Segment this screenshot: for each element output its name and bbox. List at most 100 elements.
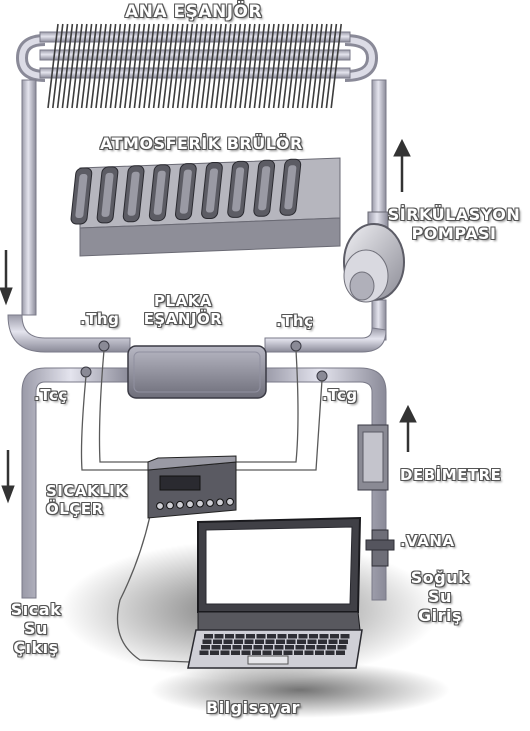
- keyboard-key: [265, 639, 275, 644]
- exchanger-fin: [176, 23, 189, 109]
- meter-terminal: [206, 499, 214, 507]
- keyboard-key: [252, 650, 261, 655]
- exchanger-fin: [95, 23, 107, 109]
- keyboard-key: [253, 645, 263, 650]
- keyboard-key: [273, 650, 282, 655]
- keyboard-key: [304, 650, 314, 655]
- keyboard-key: [286, 639, 296, 644]
- keyboard-key: [244, 639, 254, 644]
- valve-label: .VANA: [400, 532, 455, 550]
- hot-water-outlet-label: Sıcak Su Çıkış: [0, 600, 72, 657]
- keyboard-key: [316, 645, 326, 650]
- keyboard-key: [255, 639, 264, 644]
- flowmeter: [357, 424, 389, 491]
- keyboard-key: [225, 634, 234, 639]
- secondary-loop-pipes: [21, 367, 387, 601]
- exchanger-fin: [272, 23, 285, 109]
- pump-label-line2: POMPASI: [411, 224, 497, 243]
- laptop: [187, 516, 363, 669]
- keyboard-key: [214, 634, 224, 639]
- pump-label-line1: SİRKÜLASYON: [387, 205, 521, 224]
- keyboard-key: [276, 639, 285, 644]
- burner-tube-slot: [153, 170, 166, 215]
- burner-tube-slot: [205, 168, 218, 213]
- arrow-down-icon: [1, 450, 15, 504]
- exchanger-fin: [292, 23, 304, 109]
- plate-exchanger-label: PLAKA EŞANJÖR: [128, 292, 238, 328]
- keyboard-key: [294, 650, 303, 655]
- meter-terminal: [196, 499, 204, 508]
- exchanger-fin: [306, 23, 318, 109]
- hot-label-line1: Sıcak: [10, 600, 62, 619]
- keyboard-key: [315, 650, 324, 655]
- exchanger-fin: [114, 23, 126, 109]
- floor-shadow: [150, 662, 450, 718]
- exchanger-fin: [167, 23, 179, 109]
- keyboard-key: [336, 650, 345, 655]
- keyboard-key: [201, 645, 210, 650]
- circulation-pump: [343, 211, 405, 303]
- exchanger-fin: [301, 23, 314, 109]
- keyboard-key: [246, 634, 255, 639]
- keyboard-key: [213, 639, 222, 644]
- exchanger-fin: [128, 23, 141, 109]
- temperature-meter: [147, 455, 237, 519]
- exchanger-fin: [186, 23, 198, 109]
- keyboard-key: [307, 639, 317, 644]
- exchanger-fin: [210, 23, 222, 109]
- tcg-label: .Tcg: [322, 386, 358, 404]
- keyboard-key: [288, 634, 297, 639]
- exchanger-fin: [172, 23, 184, 109]
- meter-label-line1: SICAKLIK: [46, 482, 128, 500]
- keyboard-key: [330, 634, 339, 639]
- exchanger-fin: [277, 23, 290, 109]
- keyboard-key: [309, 634, 318, 639]
- keyboard-key: [319, 634, 329, 639]
- keyboard-key: [223, 639, 233, 644]
- meter-terminal: [186, 500, 194, 509]
- exchanger-fin: [85, 23, 98, 109]
- exchanger-fin: [220, 23, 232, 109]
- pump-label: SİRKÜLASYON POMPASI: [384, 205, 524, 243]
- exchanger-fin: [104, 23, 117, 109]
- exchanger-fin: [239, 23, 251, 109]
- exchanger-fin: [47, 23, 59, 109]
- cold-label-line3: Giriş: [417, 606, 462, 625]
- exchanger-fin: [224, 23, 237, 109]
- keyboard-key: [256, 634, 266, 639]
- keyboard-key: [340, 634, 350, 639]
- primary-loop-pipes: [7, 34, 387, 353]
- main-exchanger-label: ANA EŞANJÖR: [125, 2, 263, 22]
- keyboard-key: [211, 645, 221, 650]
- burner-tube-slot: [284, 165, 297, 210]
- burner-tube-slot: [75, 174, 88, 218]
- exchanger-fin: [61, 23, 74, 109]
- keyboard-key: [199, 650, 209, 655]
- exchanger-fin: [316, 23, 328, 109]
- keyboard-key: [306, 645, 315, 650]
- meter-terminal: [156, 502, 164, 510]
- arrow-down-icon: [0, 250, 13, 306]
- keyboard-key: [235, 634, 245, 639]
- keyboard-key: [204, 634, 213, 639]
- sensor-fittings: [80, 340, 328, 382]
- exchanger-fin: [248, 23, 261, 109]
- meter-terminal: [166, 501, 174, 510]
- cold-label-line2: Su: [428, 587, 452, 606]
- exchanger-fin: [181, 23, 194, 109]
- hot-label-line2: Su: [24, 619, 48, 638]
- plate-label-line2: EŞANJÖR: [143, 310, 223, 328]
- keyboard-key: [231, 650, 240, 655]
- exchanger-fin: [148, 23, 160, 109]
- keyboard-key: [202, 639, 212, 644]
- meter-label-line2: ÖLÇER: [46, 500, 104, 518]
- cold-water-inlet-label: Soğuk Su Giriş: [400, 568, 480, 625]
- exchanger-fin: [287, 23, 299, 109]
- keyboard-key: [327, 645, 336, 650]
- exchanger-fin: [152, 23, 165, 109]
- exchanger-fin: [205, 23, 218, 109]
- exchanger-fin: [100, 23, 112, 109]
- thc-label: .Thç: [276, 312, 314, 330]
